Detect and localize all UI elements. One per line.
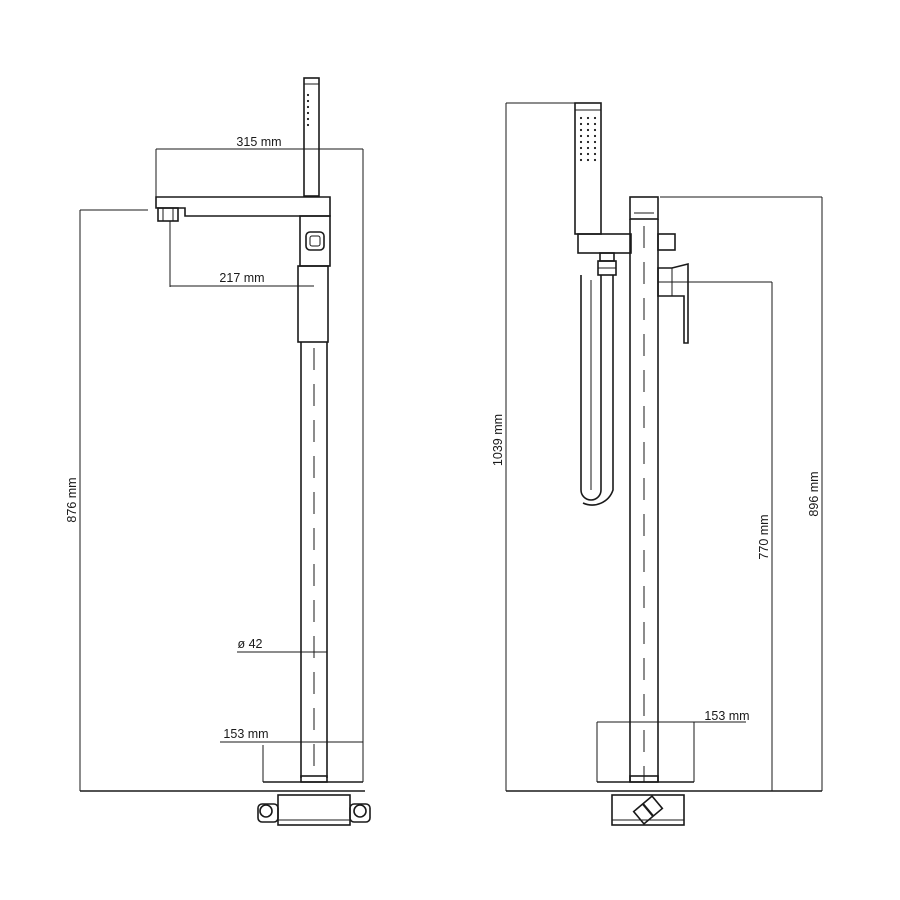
- dim-total-height: 1039 mm: [491, 102, 575, 791]
- dim-label-diameter: ø 42: [237, 637, 262, 651]
- hose-connector: [597, 252, 617, 276]
- hand-shower-side: [574, 102, 602, 235]
- shower-holder: [577, 233, 632, 254]
- dim-pipe-diameter: ø 42: [237, 637, 327, 653]
- spray-holes-side: [579, 116, 597, 162]
- spout-arm: [155, 196, 331, 222]
- dim-handle-height: 770 mm: [658, 281, 773, 791]
- dim-height: 876 mm: [65, 209, 148, 791]
- floor-plate: [262, 745, 364, 783]
- dim-label-896: 896 mm: [807, 471, 821, 516]
- column-side: [629, 219, 659, 783]
- dim-spout-offset: 217 mm: [169, 221, 314, 287]
- mounting-block: [257, 794, 371, 826]
- dim-label-153-front: 153 mm: [223, 727, 268, 741]
- lever-handle: [657, 262, 689, 344]
- hand-shower: [303, 77, 320, 197]
- dim-label-217: 217 mm: [219, 271, 264, 285]
- floor-plate-side: [596, 722, 695, 783]
- dim-label-1039: 1039 mm: [491, 414, 505, 466]
- spray-holes-front: [306, 93, 310, 127]
- diverter-knob: [657, 233, 676, 251]
- dim-label-770: 770 mm: [757, 514, 771, 559]
- handle-cover: [297, 265, 329, 343]
- spout-head: [629, 196, 659, 220]
- valve-block: [299, 215, 331, 267]
- dim-label-153-side: 153 mm: [704, 709, 749, 723]
- dim-spout-reach: 315 mm: [155, 135, 364, 745]
- shower-hose: [580, 275, 614, 506]
- mounting-block-side: [611, 794, 685, 826]
- dim-spout-height: 896 mm: [660, 196, 823, 791]
- side-view: 1039 mm 896 mm 770 mm 153 mm: [491, 102, 823, 826]
- inlet-valve: [632, 795, 664, 825]
- dim-label-315: 315 mm: [236, 135, 281, 149]
- column: [300, 342, 328, 783]
- dim-base-width-side: 153 mm: [597, 709, 750, 723]
- front-view: 315 mm 217 mm 876 mm ø 42 153 mm: [65, 77, 371, 826]
- dim-label-876: 876 mm: [65, 477, 79, 522]
- dim-base-width-front: 153 mm: [220, 727, 363, 743]
